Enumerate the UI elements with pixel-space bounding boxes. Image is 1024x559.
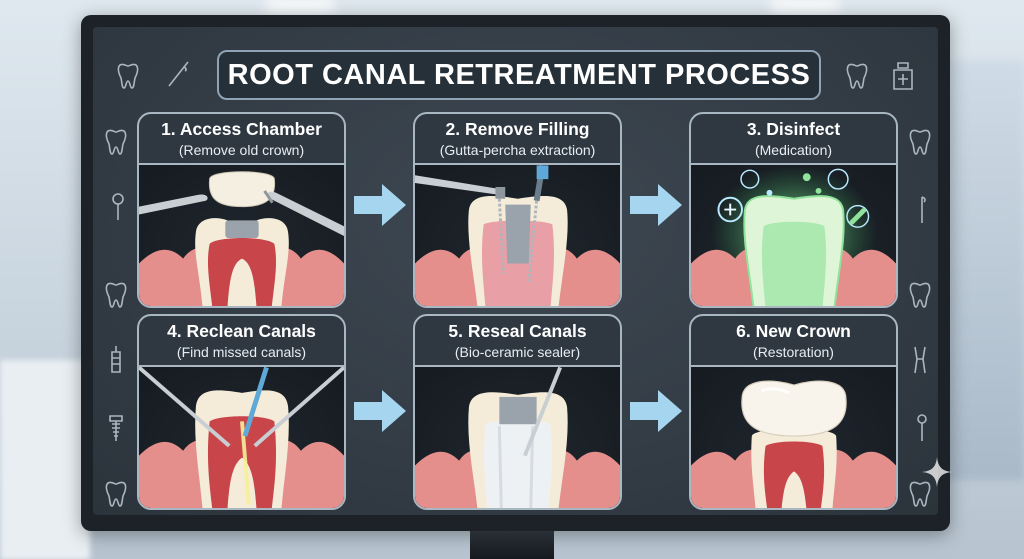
tooth-icon (907, 479, 933, 509)
tooth-icon (115, 61, 141, 91)
tooth-icon (103, 280, 129, 310)
step-title: 6. New Crown (736, 321, 851, 341)
step-header: 5. Reseal Canals (Bio-ceramic sealer) (415, 316, 620, 365)
step-subtitle: (Remove old crown) (178, 142, 305, 158)
step-panel-access-chamber: 1. Access Chamber (Remove old crown) (137, 112, 346, 308)
step-subtitle: (Gutta-percha extraction) (439, 142, 596, 158)
step-subtitle: (Find missed canals) (176, 344, 307, 360)
tooth-illustration (415, 365, 620, 508)
step-subtitle: (Restoration) (753, 344, 834, 360)
step-panel-disinfect: 3. Disinfect (Medication) (689, 112, 898, 308)
monitor: ROOT CANAL RETREATMENT PROCESS (81, 15, 950, 531)
mirror-icon (105, 192, 131, 222)
step-title: 1. Access Chamber (161, 119, 322, 139)
step-panel-remove-filling: 2. Remove Filling (Gutta-percha extracti… (413, 112, 622, 308)
medicine-bottle-icon (890, 61, 916, 91)
page-title: ROOT CANAL RETREATMENT PROCESS (217, 50, 821, 100)
tooth-illustration (691, 365, 896, 508)
right-arrow-icon (630, 388, 682, 434)
step-title: 4. Reclean Canals (167, 321, 316, 341)
step-header: 4. Reclean Canals (Find missed canals) (139, 316, 344, 365)
step-header: 2. Remove Filling (Gutta-percha extracti… (415, 114, 620, 163)
syringe-icon (103, 345, 129, 375)
step-panel-new-crown: 6. New Crown (Restoration) (689, 314, 898, 510)
probe-icon (909, 195, 935, 225)
tooth-icon (103, 479, 129, 509)
right-arrow-icon (354, 182, 406, 228)
tooth-illustration (415, 163, 620, 306)
tooth-icon (907, 280, 933, 310)
step-panel-reseal-canals: 5. Reseal Canals (Bio-ceramic sealer) (413, 314, 622, 510)
ceiling-light (265, 0, 335, 12)
sparkle-icon (922, 457, 952, 487)
implant-icon (103, 413, 129, 443)
tooth-illustration (139, 365, 344, 508)
right-arrow-icon (630, 182, 682, 228)
step-subtitle: (Bio-ceramic sealer) (454, 344, 581, 360)
ceiling-light (770, 0, 840, 12)
step-header: 1. Access Chamber (Remove old crown) (139, 114, 344, 163)
probe-icon (909, 413, 935, 443)
tooth-icon (103, 127, 129, 157)
step-header: 3. Disinfect (Medication) (691, 114, 896, 163)
tooth-icon (844, 61, 870, 91)
tooth-illustration (691, 163, 896, 306)
step-subtitle: (Medication) (754, 142, 833, 158)
step-header: 6. New Crown (Restoration) (691, 316, 896, 365)
step-title: 5. Reseal Canals (448, 321, 587, 341)
tooth-icon (907, 127, 933, 157)
monitor-screen: ROOT CANAL RETREATMENT PROCESS (93, 27, 938, 515)
right-arrow-icon (354, 388, 406, 434)
step-panel-reclean-canals: 4. Reclean Canals (Find missed canals) (137, 314, 346, 510)
background-cabinet (0, 360, 90, 559)
monitor-stand (470, 531, 554, 559)
forceps-icon (907, 345, 933, 375)
step-title: 3. Disinfect (746, 119, 841, 139)
background-wall (944, 60, 1024, 480)
step-title: 2. Remove Filling (445, 119, 590, 139)
tooth-illustration (139, 163, 344, 306)
probe-icon (166, 59, 192, 89)
